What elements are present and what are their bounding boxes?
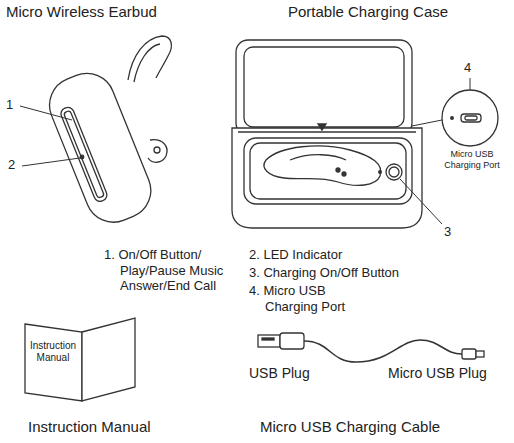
part-label: 3: [444, 224, 451, 240]
part-label: 4: [464, 60, 471, 76]
booklet-text: Instruction Manual: [27, 340, 79, 363]
part-label: 2. LED Indicator: [249, 247, 342, 263]
part-label: 3. Charging On/Off Button: [249, 265, 399, 281]
part-label: Micro USB Charging Cable: [260, 418, 440, 436]
part-label: Instruction Manual: [28, 418, 151, 436]
part-label: 4. Micro USB Charging Port: [249, 283, 361, 314]
part-label: Portable Charging Case: [288, 3, 448, 21]
part-label: 2: [8, 157, 15, 173]
cable-drawing: [258, 333, 484, 362]
part-label: Micro Wireless Earbud: [6, 3, 157, 21]
case-drawing: [232, 40, 498, 228]
part-label: Micro USB Charging Port: [434, 149, 510, 171]
part-label: Micro USB Plug: [388, 365, 487, 382]
part-label: 1. On/Off Button/ Play/Pause Music Answe…: [104, 247, 232, 294]
earbud-drawing: [20, 36, 171, 231]
manual-booklet: Instruction Manual: [24, 316, 136, 402]
part-label: USB Plug: [249, 365, 310, 382]
part-label: 1: [6, 97, 13, 113]
